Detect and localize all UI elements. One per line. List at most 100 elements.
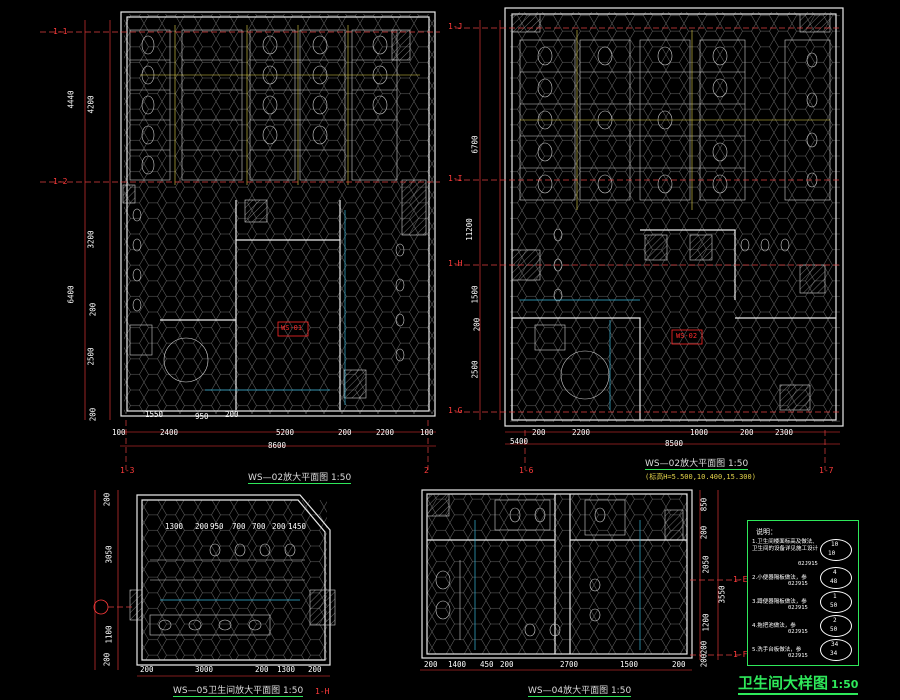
grid-bubble-ws02-3: 1-G — [448, 406, 463, 415]
plan-ws02 — [504, 7, 844, 427]
dim-ws01-l5: 2500 — [86, 347, 96, 366]
dim-ws05-l2: 1100 — [104, 625, 114, 644]
dim-ws05-t2: 950 — [210, 522, 224, 531]
dim-ws01-b3: 5200 — [276, 428, 295, 437]
grid-bubble-ws01-mid: 1-2 — [53, 177, 68, 186]
grid-bubble-ws02-bl: 1-6 — [519, 466, 534, 475]
dim-ws01-l0: 4440 — [66, 90, 76, 109]
grid-bubble-ws05: 1-H — [315, 687, 330, 696]
dim-ws01-b5: 2200 — [376, 428, 395, 437]
dim-ws02-b0: 5400 — [510, 437, 529, 446]
fixtures-ws02 — [534, 46, 818, 400]
note-item-3: 3.蹲便器隔板做法，参 — [752, 599, 807, 605]
dim-ws04-r6: 200 — [699, 653, 709, 668]
ws02-elevation-note: (标高H=5.500,10.400,15.300) — [645, 473, 756, 481]
note-item-4: 4.拖把池做法，参 — [752, 623, 796, 629]
grid-bubble-ws02-2: 1-H — [448, 259, 463, 268]
ws05-title: WS—05卫生间放大平面图 1:50 — [173, 683, 304, 697]
dim-ws05-l0: 200 — [102, 492, 112, 507]
dim-ws02-b4: 200 — [740, 428, 754, 437]
dim-ws04-b2: 450 — [480, 660, 494, 669]
dim-ws04-b0: 200 — [424, 660, 438, 669]
dim-ws01-b1: 2400 — [160, 428, 179, 437]
dim-ws02-b5: 2300 — [775, 428, 794, 437]
dim-ws04-r5: 200 — [699, 640, 709, 655]
notes-title: 说明： — [756, 528, 777, 536]
note-item-2: 2.小便器隔板做法，参 — [752, 575, 807, 581]
dim-ws05-t5: 200 — [272, 522, 286, 531]
dim-ws01-l1: 4200 — [86, 95, 96, 114]
dim-ws04-b6: 200 — [672, 660, 686, 669]
dim-ws05-b3: 1300 — [277, 665, 296, 674]
note-item-1: 1.卫生间楼面标高及做法、卫生间的设备详见施工设计 — [752, 539, 819, 552]
dim-ws04-r2: 2050 — [701, 555, 711, 574]
ref-bubble-1: 10 10 — [820, 539, 852, 561]
grid-bubble-ws01-top: 1-1 — [53, 27, 68, 36]
ref-bubble-5: 34 34 — [820, 639, 852, 661]
dim-ws05-l1: 3050 — [104, 545, 114, 564]
plan-ws01 — [120, 11, 436, 417]
dim-ws05-b4: 200 — [308, 665, 322, 674]
notes-legend: 说明： 1.卫生间楼面标高及做法、卫生间的设备详见施工设计 2.小便器隔板做法，… — [747, 520, 859, 666]
dim-ws04-b4: 2700 — [560, 660, 579, 669]
dim-ws01-b4: 200 — [338, 428, 352, 437]
dim-ws01-l2: 3200 — [86, 230, 96, 249]
dim-ws01-b0: 100 — [112, 428, 126, 437]
ref-bubble-4: 2 50 — [820, 615, 852, 637]
dim-ws02-l2: 1500 — [470, 285, 480, 304]
dim-ws01-s0: 1550 — [145, 410, 164, 419]
dim-ws01-b6: 100 — [420, 428, 434, 437]
dim-ws02-b1: 200 — [532, 428, 546, 437]
grid-bubble-ws02-1: 1-I — [448, 174, 463, 183]
stall-block-ws01 — [129, 29, 398, 181]
dim-ws05-b1: 3000 — [195, 665, 214, 674]
dim-ws05-b0: 200 — [140, 665, 154, 674]
grid-bubble-ws01-br: 2 — [424, 466, 429, 475]
dim-ws05-b2: 200 — [255, 665, 269, 674]
dim-ws01-l6: 200 — [88, 407, 98, 422]
dim-ws02-b3: 1000 — [690, 428, 709, 437]
ref-sheet-2: 02J915 — [788, 581, 808, 587]
dim-ws01-total: 8600 — [268, 441, 287, 450]
dim-ws04-b3: 200 — [500, 660, 514, 669]
dim-ws04-b1: 1400 — [448, 660, 467, 669]
plan-ws04 — [420, 489, 740, 671]
dim-ws02-b2: 2200 — [572, 428, 591, 437]
dim-ws01-s2: 200 — [225, 410, 239, 419]
dim-ws04-b5: 1500 — [620, 660, 639, 669]
dim-ws02-l1: 11200 — [464, 218, 474, 241]
dim-ws01-l4: 200 — [88, 302, 98, 317]
grid-bubble-ws02-br: 1-7 — [819, 466, 834, 475]
dim-ws02-l4: 2500 — [470, 360, 480, 379]
dim-ws05-t6: 1450 — [288, 522, 307, 531]
ws04-title: WS—04放大平面图 1:50 — [528, 683, 632, 697]
ref-sheet-5: 02J915 — [788, 653, 808, 659]
dim-ws01-b2: 950 — [195, 412, 209, 421]
dim-ws04-r0: 850 — [699, 497, 709, 512]
dim-ws05-t1: 200 — [195, 522, 209, 531]
dim-ws02-l0: 6700 — [470, 135, 480, 154]
ref-sheet-4: 02J915 — [788, 629, 808, 635]
dim-ws01-l3: 6400 — [66, 285, 76, 304]
ws02-tag: WS-02 — [676, 332, 698, 340]
dim-ws04-r4: 1200 — [701, 613, 711, 632]
dim-ws04-r1: 200 — [699, 525, 709, 540]
ws02-title-left: WS—02放大平面图 1:50 — [248, 470, 352, 484]
grid-bubble-ws04-0: 1-E — [733, 575, 748, 584]
dim-ws02-l3: 200 — [472, 317, 482, 332]
ws01-tag: WS-01 — [281, 324, 303, 332]
dim-ws04-r3: 3550 — [717, 585, 727, 604]
dim-ws02-total: 8500 — [665, 439, 684, 448]
dim-ws05-l3: 200 — [102, 652, 112, 667]
ref-sheet-3: 02J915 — [788, 605, 808, 611]
grid-bubble-ws01-bl: 1-3 — [120, 466, 135, 475]
ref-bubble-2: 4 48 — [820, 567, 852, 589]
dim-ws05-t4: 700 — [252, 522, 266, 531]
grid-axes-ws01 — [40, 20, 440, 470]
plan-ws05 — [93, 490, 336, 677]
grid-axes-ws02 — [455, 20, 840, 470]
ws02-title: WS—02放大平面图 1:50 — [645, 456, 749, 470]
